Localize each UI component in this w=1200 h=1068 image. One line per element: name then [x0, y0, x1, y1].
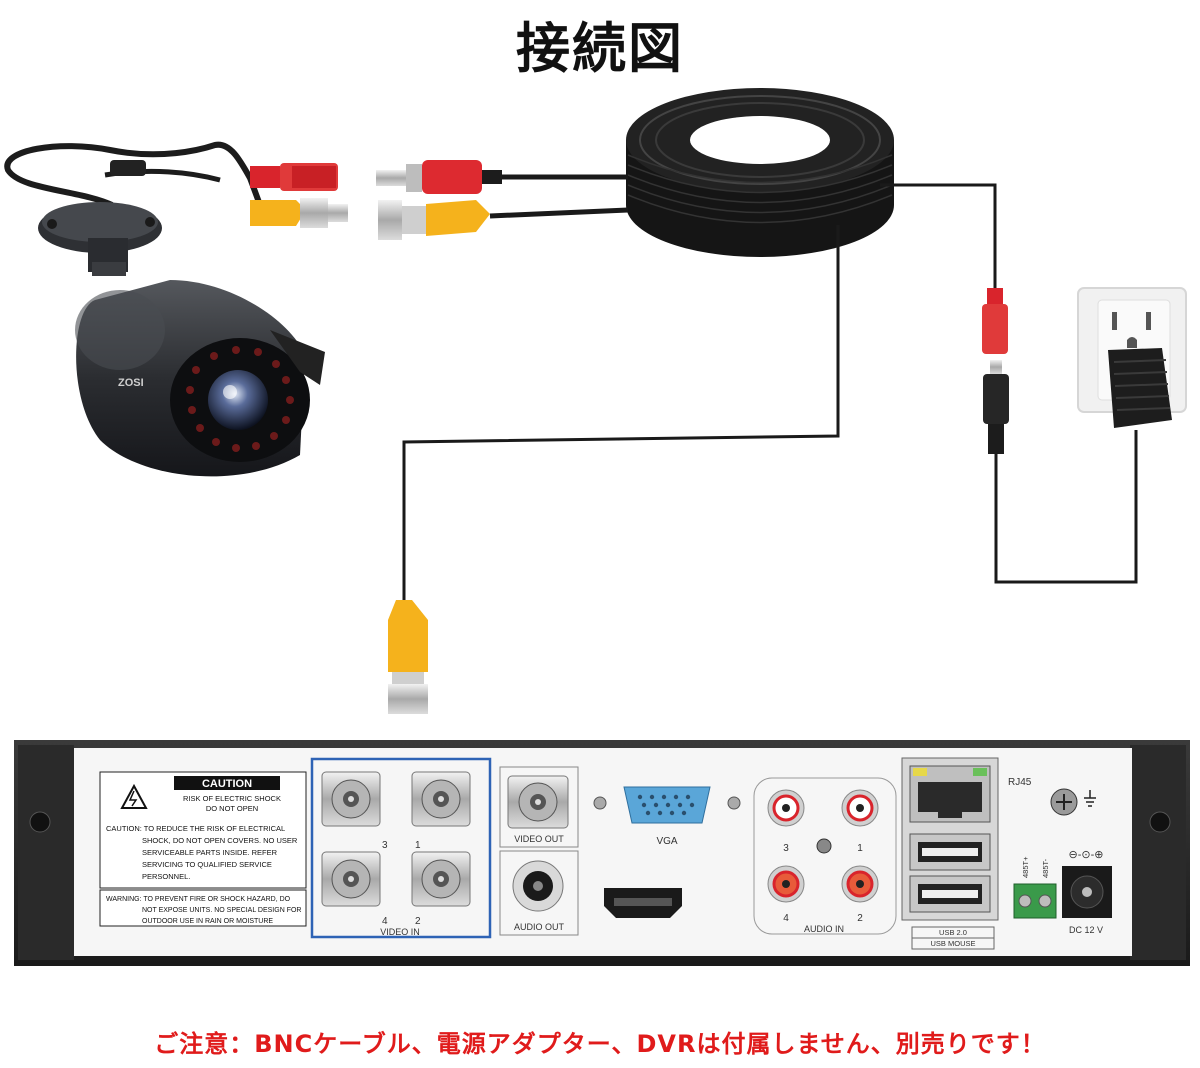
rs485-minus-label: 485T- — [1041, 858, 1050, 878]
audio-out-port[interactable] — [512, 860, 564, 912]
bnc-cable-coil — [489, 88, 894, 257]
video-out-group: VIDEO OUT AUDIO OUT — [499, 766, 579, 936]
audio-in-label: AUDIO IN — [804, 924, 844, 934]
warning-line: WARNING: TO PREVENT FIRE OR SHOCK HAZARD… — [106, 896, 291, 903]
cable-bnc-male-connector — [378, 200, 490, 240]
caution-body-line: SERVICING TO QUALIFIED SERVICE — [142, 860, 272, 869]
dvr-screw-right — [1149, 811, 1171, 833]
audio-in-port[interactable] — [767, 789, 805, 827]
video-in-label: VIDEO IN — [380, 927, 420, 937]
caution-body-line: CAUTION: TO REDUCE THE RISK OF ELECTRICA… — [106, 824, 285, 833]
audio-in-port-number: 4 — [783, 913, 789, 924]
video-in-group: 3 1 4 2 VIDEO IN — [310, 757, 492, 939]
dvr-screw-left — [29, 811, 51, 833]
audio-screw — [816, 838, 832, 854]
camera-brand-logo: ZOSI — [118, 377, 144, 389]
video-in-port-number: 1 — [415, 840, 421, 851]
video-in-port-number: 4 — [382, 916, 388, 927]
rj45-port[interactable] — [909, 765, 991, 823]
ir-led-ring — [186, 346, 294, 452]
audio-out-label: AUDIO OUT — [514, 922, 565, 932]
caution-heading: CAUTION — [202, 778, 252, 790]
power-cable-female-plug — [982, 288, 1008, 354]
dc-power-jack[interactable] — [1062, 866, 1112, 918]
rs485-terminal[interactable] — [1013, 883, 1057, 919]
video-out-label: VIDEO OUT — [514, 834, 564, 844]
camera-power-connector — [250, 163, 338, 191]
usb-port[interactable] — [909, 875, 991, 913]
audio-in-port[interactable] — [767, 865, 805, 903]
hdmi-port[interactable] — [604, 888, 682, 918]
power-cable — [880, 183, 997, 290]
audio-in-port[interactable] — [841, 865, 879, 903]
cable-power-male-connector — [376, 160, 502, 194]
camera-lens — [208, 370, 268, 430]
video-in-port-number: 3 — [382, 840, 388, 851]
notice-text: ご注意：BNCケーブル、電源アダプター、DVRは付属しません、別売りです！ — [154, 1030, 1046, 1058]
vga-label: VGA — [656, 836, 677, 847]
usb-label-1: USB 2.0 — [939, 928, 967, 937]
audio-in-port[interactable] — [841, 789, 879, 827]
audio-in-port-number: 2 — [857, 913, 863, 924]
audio-in-port-number: 1 — [857, 843, 863, 854]
dc-polarity-symbol: ⊖-⊙-⊕ — [1069, 849, 1104, 861]
bnc-port[interactable] — [411, 851, 471, 907]
camera-bnc-connector — [250, 198, 348, 228]
bnc-port[interactable] — [321, 771, 381, 827]
adapter-cable — [994, 430, 1138, 584]
power-adapter — [1108, 348, 1172, 428]
warning-line: NOT EXPOSE UNITS. NO SPECIAL DESIGN FOR — [142, 907, 301, 914]
rj45-label: RJ45 — [1008, 777, 1032, 788]
caution-body-line: PERSONNEL. — [142, 872, 190, 881]
bnc-port[interactable] — [321, 851, 381, 907]
caution-sub2: DO NOT OPEN — [206, 804, 258, 813]
usb-port[interactable] — [909, 833, 991, 871]
ground-terminal — [1050, 788, 1096, 816]
rs485-plus-label: 485T+ — [1021, 856, 1030, 878]
video-in-port-number: 2 — [415, 916, 421, 927]
camera-pigtail-cable — [4, 141, 263, 208]
audio-in-port-number: 3 — [783, 843, 789, 854]
warning-line: OUTDOOR USE IN RAIN OR MOISTURE — [142, 918, 273, 925]
caution-body-line: SHOCK, DO NOT OPEN COVERS. NO USER — [142, 836, 298, 845]
dvr-bnc-plug — [388, 600, 428, 714]
network-usb-block — [901, 757, 999, 921]
video-out-port[interactable] — [507, 775, 569, 829]
vga-port[interactable] — [593, 786, 741, 824]
bnc-port[interactable] — [411, 771, 471, 827]
diagram-title: 接続図 — [516, 17, 684, 80]
dvr-rear-panel: CAUTION RISK OF ELECTRIC SHOCK DO NOT OP… — [14, 740, 1190, 966]
caution-sub1: RISK OF ELECTRIC SHOCK — [183, 794, 281, 803]
video-cable — [402, 225, 840, 600]
audio-in-group: 3 1 4 2 AUDIO IN — [753, 777, 897, 935]
dc-label: DC 12 V — [1069, 925, 1103, 935]
camera: ZOSI — [4, 141, 325, 477]
caution-body-line: SERVICEABLE PARTS INSIDE. REFER — [142, 848, 278, 857]
caution-label: CAUTION RISK OF ELECTRIC SHOCK DO NOT OP… — [99, 771, 307, 927]
usb-label-2: USB MOUSE — [930, 939, 975, 948]
adapter-dc-plug — [983, 360, 1009, 454]
